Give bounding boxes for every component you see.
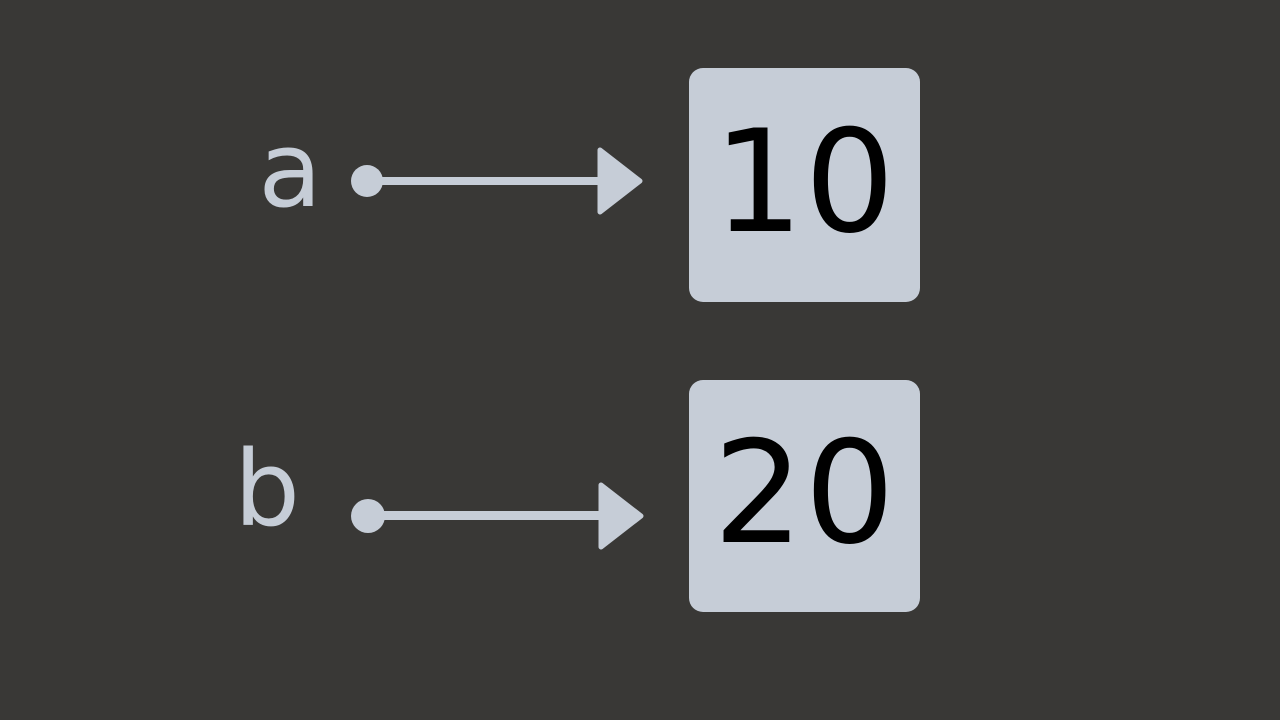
variable-label-a: a (258, 109, 322, 231)
value-box-b: 20 (689, 380, 920, 612)
value-box-a: 10 (689, 68, 920, 302)
arrow-shaft-a (367, 177, 605, 185)
value-text-a: 10 (713, 100, 896, 265)
variable-label-b: b (233, 428, 300, 550)
arrow-head-a (597, 147, 643, 215)
binding-arrow-b (348, 482, 650, 550)
arrow-head-b (598, 482, 644, 550)
arrow-shaft-b (368, 511, 606, 520)
value-text-b: 20 (713, 411, 896, 576)
binding-arrow-a (348, 147, 648, 215)
